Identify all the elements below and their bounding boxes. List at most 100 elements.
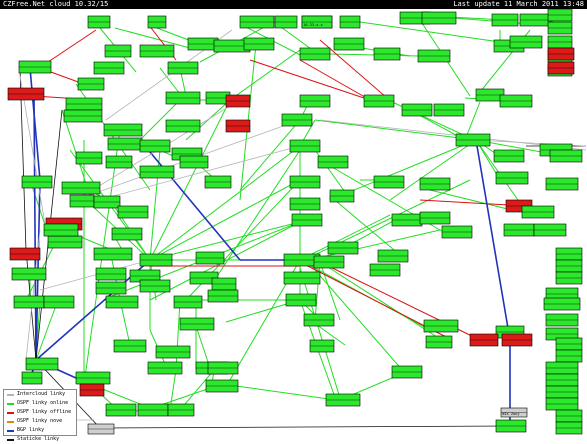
router-node[interactable] [333,37,365,51]
router-node[interactable] [391,365,423,379]
router-node[interactable] [111,227,143,241]
router-node[interactable] [18,60,52,74]
router-node[interactable] [547,61,575,75]
router-node[interactable] [555,409,583,423]
router-node[interactable] [549,149,583,163]
router-node[interactable] [289,197,321,211]
router-node[interactable] [303,313,335,327]
router-node[interactable] [369,263,401,277]
router-node[interactable] [105,295,139,309]
router-node[interactable] [521,205,555,219]
router-node[interactable] [543,297,581,311]
router-node[interactable] [441,225,473,239]
router-node[interactable] [165,91,201,105]
router-node[interactable] [493,149,525,163]
router-node[interactable] [545,287,579,301]
router-node[interactable] [129,269,161,283]
router-node[interactable] [491,13,519,27]
router-node[interactable] [545,177,579,191]
router-node[interactable] [419,211,451,225]
router-node[interactable] [155,345,191,359]
router-node[interactable] [21,371,43,385]
router-node[interactable] [25,357,59,371]
router-node[interactable] [285,293,317,307]
router-node[interactable] [545,373,579,387]
router-node[interactable] [433,103,465,117]
router-node[interactable] [274,15,298,29]
router-node[interactable] [339,15,361,29]
router-node[interactable] [239,15,275,29]
router-node[interactable] [291,213,323,227]
router-node[interactable] [545,361,579,375]
router-node[interactable] [9,247,41,261]
router-node[interactable] [105,155,133,169]
router-node[interactable] [545,397,579,411]
router-node[interactable] [207,361,239,375]
router-node[interactable] [455,133,491,147]
router-node[interactable] [289,175,321,189]
router-node[interactable] [75,371,111,385]
router-node[interactable] [391,213,423,227]
router-node[interactable] [313,255,345,269]
router-node[interactable] [421,11,457,25]
router-node[interactable] [555,247,583,261]
router-node[interactable] [225,94,251,108]
router-node[interactable] [165,119,201,133]
router-node[interactable] [139,253,173,267]
router-node[interactable] [107,137,143,151]
router-node[interactable] [207,289,239,303]
router-node[interactable] [75,151,103,165]
router-node[interactable] [205,379,239,393]
router-node[interactable] [195,251,225,265]
router-node[interactable] [93,61,125,75]
router-node[interactable] [104,44,132,58]
router-node[interactable] [519,13,553,27]
router-node[interactable] [139,165,175,179]
router-node[interactable] [243,37,275,51]
router-node[interactable] [325,393,361,407]
router-node[interactable] [139,279,171,293]
router-node[interactable] [401,103,433,117]
router-node[interactable] [363,94,395,108]
router-node[interactable] [11,267,47,281]
router-node[interactable] [283,271,321,285]
router-node[interactable] [173,295,203,309]
router-node[interactable] [533,223,567,237]
router-node[interactable] [77,77,105,91]
router-node[interactable] [501,333,533,347]
router-node[interactable] [211,277,237,291]
router-node[interactable] [555,271,583,285]
router-node[interactable] [167,61,199,75]
router-node[interactable] [113,339,147,353]
router-node[interactable] [469,333,499,347]
router-node[interactable] [423,319,459,333]
router-node[interactable] [87,15,111,29]
router-node[interactable] [555,421,583,435]
router-node[interactable] [117,205,149,219]
router-node[interactable] [373,47,401,61]
router-node[interactable] [425,335,453,349]
router-node[interactable] [309,339,335,353]
router-node[interactable] [299,94,331,108]
router-node[interactable] [139,139,171,153]
router-node[interactable] [79,383,105,397]
router-node[interactable] [63,109,103,123]
router-node[interactable] [179,155,209,169]
router-node[interactable] [545,313,579,327]
router-node[interactable] [377,249,409,263]
router-node[interactable] [105,403,137,417]
router-node[interactable] [87,423,115,435]
router-node[interactable] [373,175,405,189]
router-node[interactable] [43,223,79,237]
router-node[interactable] [139,44,175,58]
router-node[interactable]: 10.33.x.x [301,15,333,29]
router-node[interactable] [499,94,533,108]
router-node[interactable] [147,361,183,375]
router-node[interactable] [43,295,75,309]
router-node[interactable] [7,87,45,101]
router-node[interactable] [179,317,215,331]
router-node[interactable] [547,8,573,22]
router-node[interactable] [547,21,573,35]
router-node[interactable] [69,194,95,208]
router-node[interactable]: NIX Zony [500,407,528,418]
